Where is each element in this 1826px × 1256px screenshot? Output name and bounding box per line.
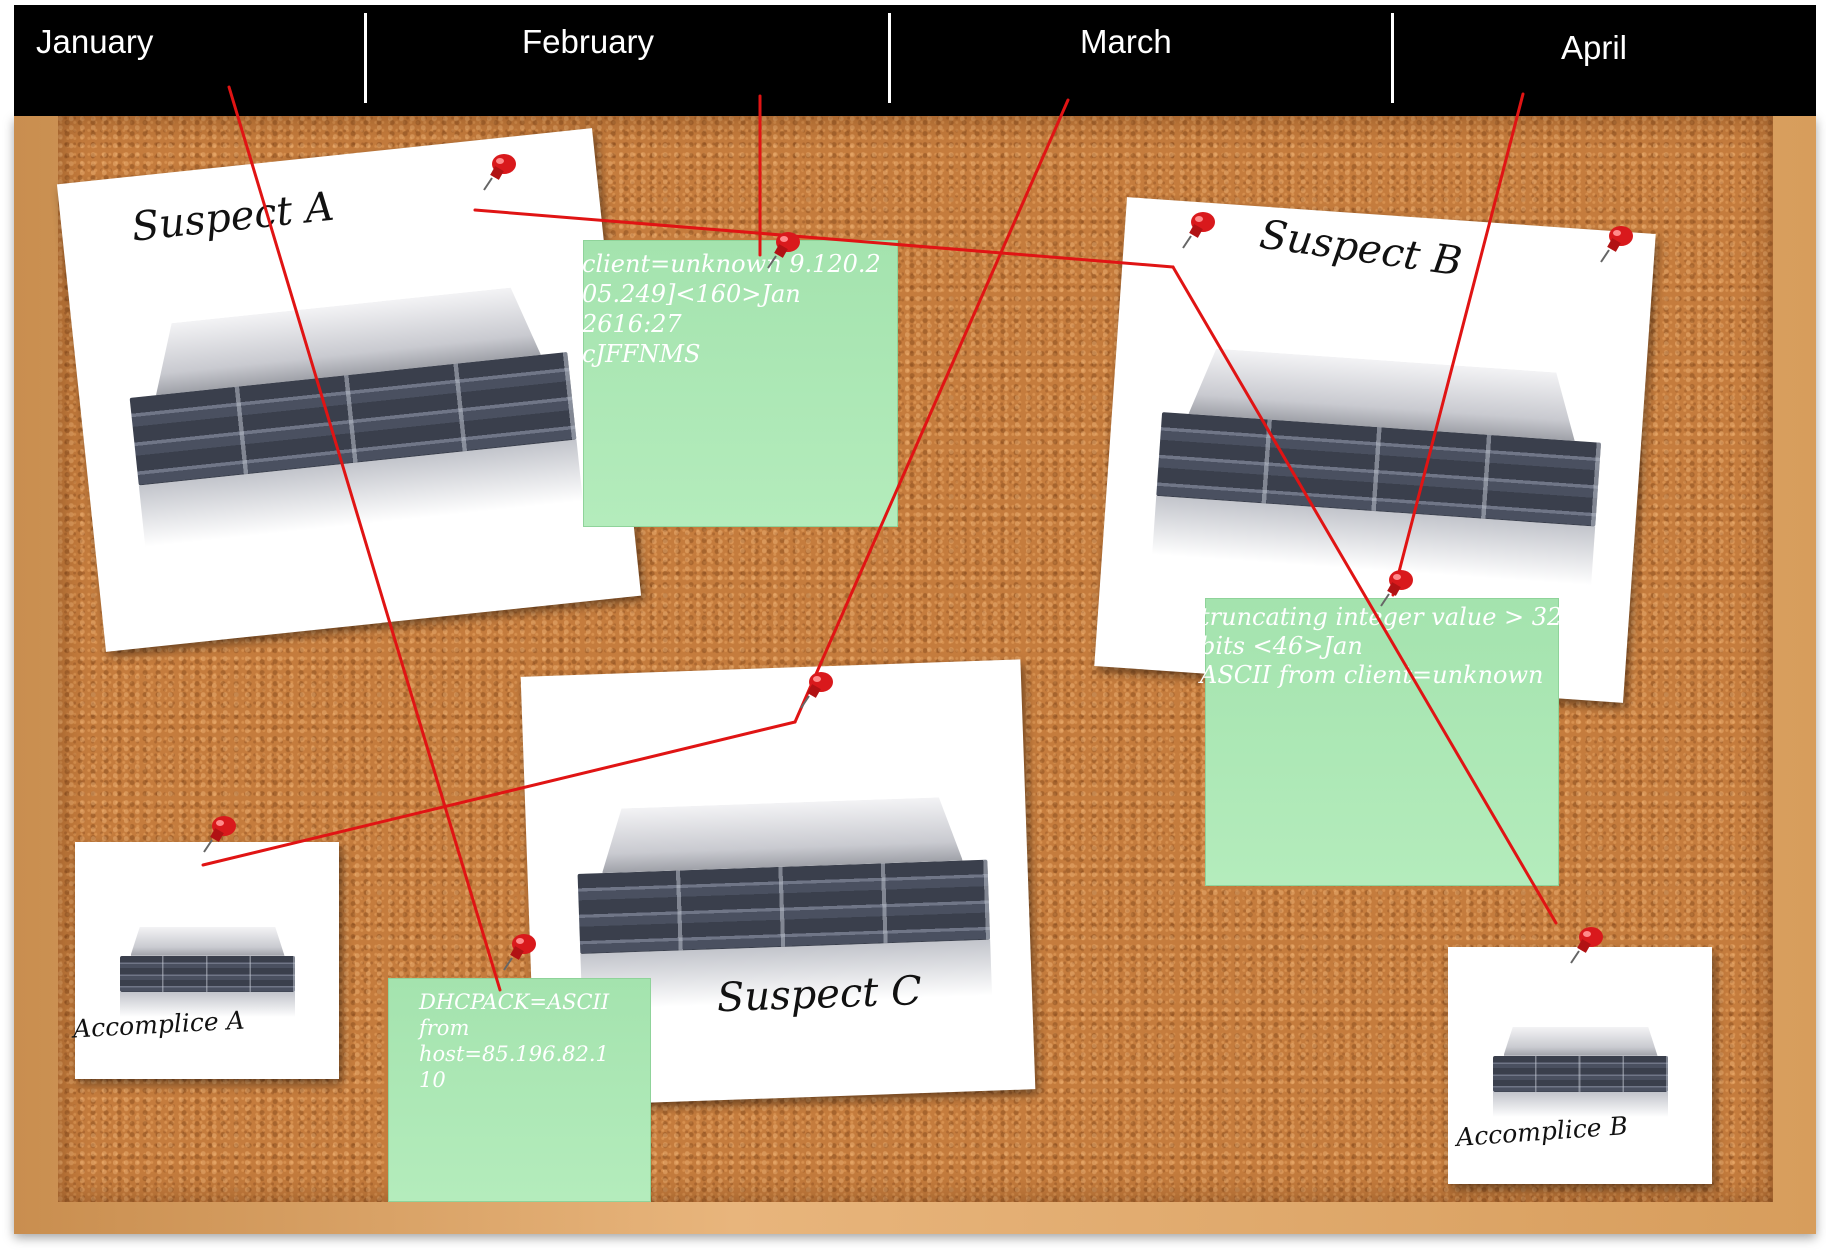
push-pin-icon — [1375, 566, 1421, 612]
month-divider — [1391, 13, 1394, 103]
card-label-suspect-b: Suspect B — [1256, 211, 1465, 286]
note-truncating-integer: truncating integer value > 32 bits <46>J… — [1200, 598, 1562, 886]
server-rack-icon — [1493, 1027, 1668, 1117]
push-pin-icon — [198, 812, 244, 858]
push-pin-icon — [795, 668, 841, 714]
push-pin-icon — [1595, 222, 1641, 268]
month-january: January — [36, 23, 154, 60]
timeline-header: January February March April — [14, 5, 1816, 116]
note-text: client=unknown 9.120.2 05.249]<160>Jan 2… — [582, 250, 881, 368]
server-rack-icon — [1152, 345, 1606, 586]
push-pin-icon — [498, 930, 544, 976]
month-march: March — [1080, 23, 1172, 60]
card-label-suspect-a: Suspect A — [129, 183, 337, 251]
push-pin-icon — [1177, 208, 1223, 254]
month-february: February — [522, 23, 655, 60]
card-suspect-a: Suspect A — [56, 128, 642, 652]
push-pin-icon — [478, 150, 524, 196]
card-label-accomplice-b: Accomplice B — [1455, 1111, 1629, 1152]
note-text: truncating integer value > 32 bits <46>J… — [1200, 603, 1563, 689]
card-accomplice-b: Accomplice B — [1448, 947, 1712, 1184]
month-april: April — [1561, 29, 1628, 66]
server-rack-icon — [122, 282, 583, 548]
note-text: DHCPACK=ASCII from host=85.196.82.1 10 — [419, 990, 610, 1092]
note-client-unknown: client=unknown 9.120.2 05.249]<160>Jan 2… — [582, 240, 898, 527]
server-rack-icon — [120, 927, 295, 1017]
card-label-accomplice-a: Accomplice A — [72, 1005, 246, 1044]
card-label-suspect-c: Suspect C — [716, 968, 923, 1022]
month-divider — [888, 13, 891, 103]
month-divider — [364, 13, 367, 103]
note-dhcpack: DHCPACK=ASCII from host=85.196.82.1 10 — [388, 978, 651, 1202]
push-pin-icon — [762, 228, 808, 274]
push-pin-icon — [1565, 923, 1611, 969]
card-accomplice-a: Accomplice A — [72, 842, 339, 1079]
